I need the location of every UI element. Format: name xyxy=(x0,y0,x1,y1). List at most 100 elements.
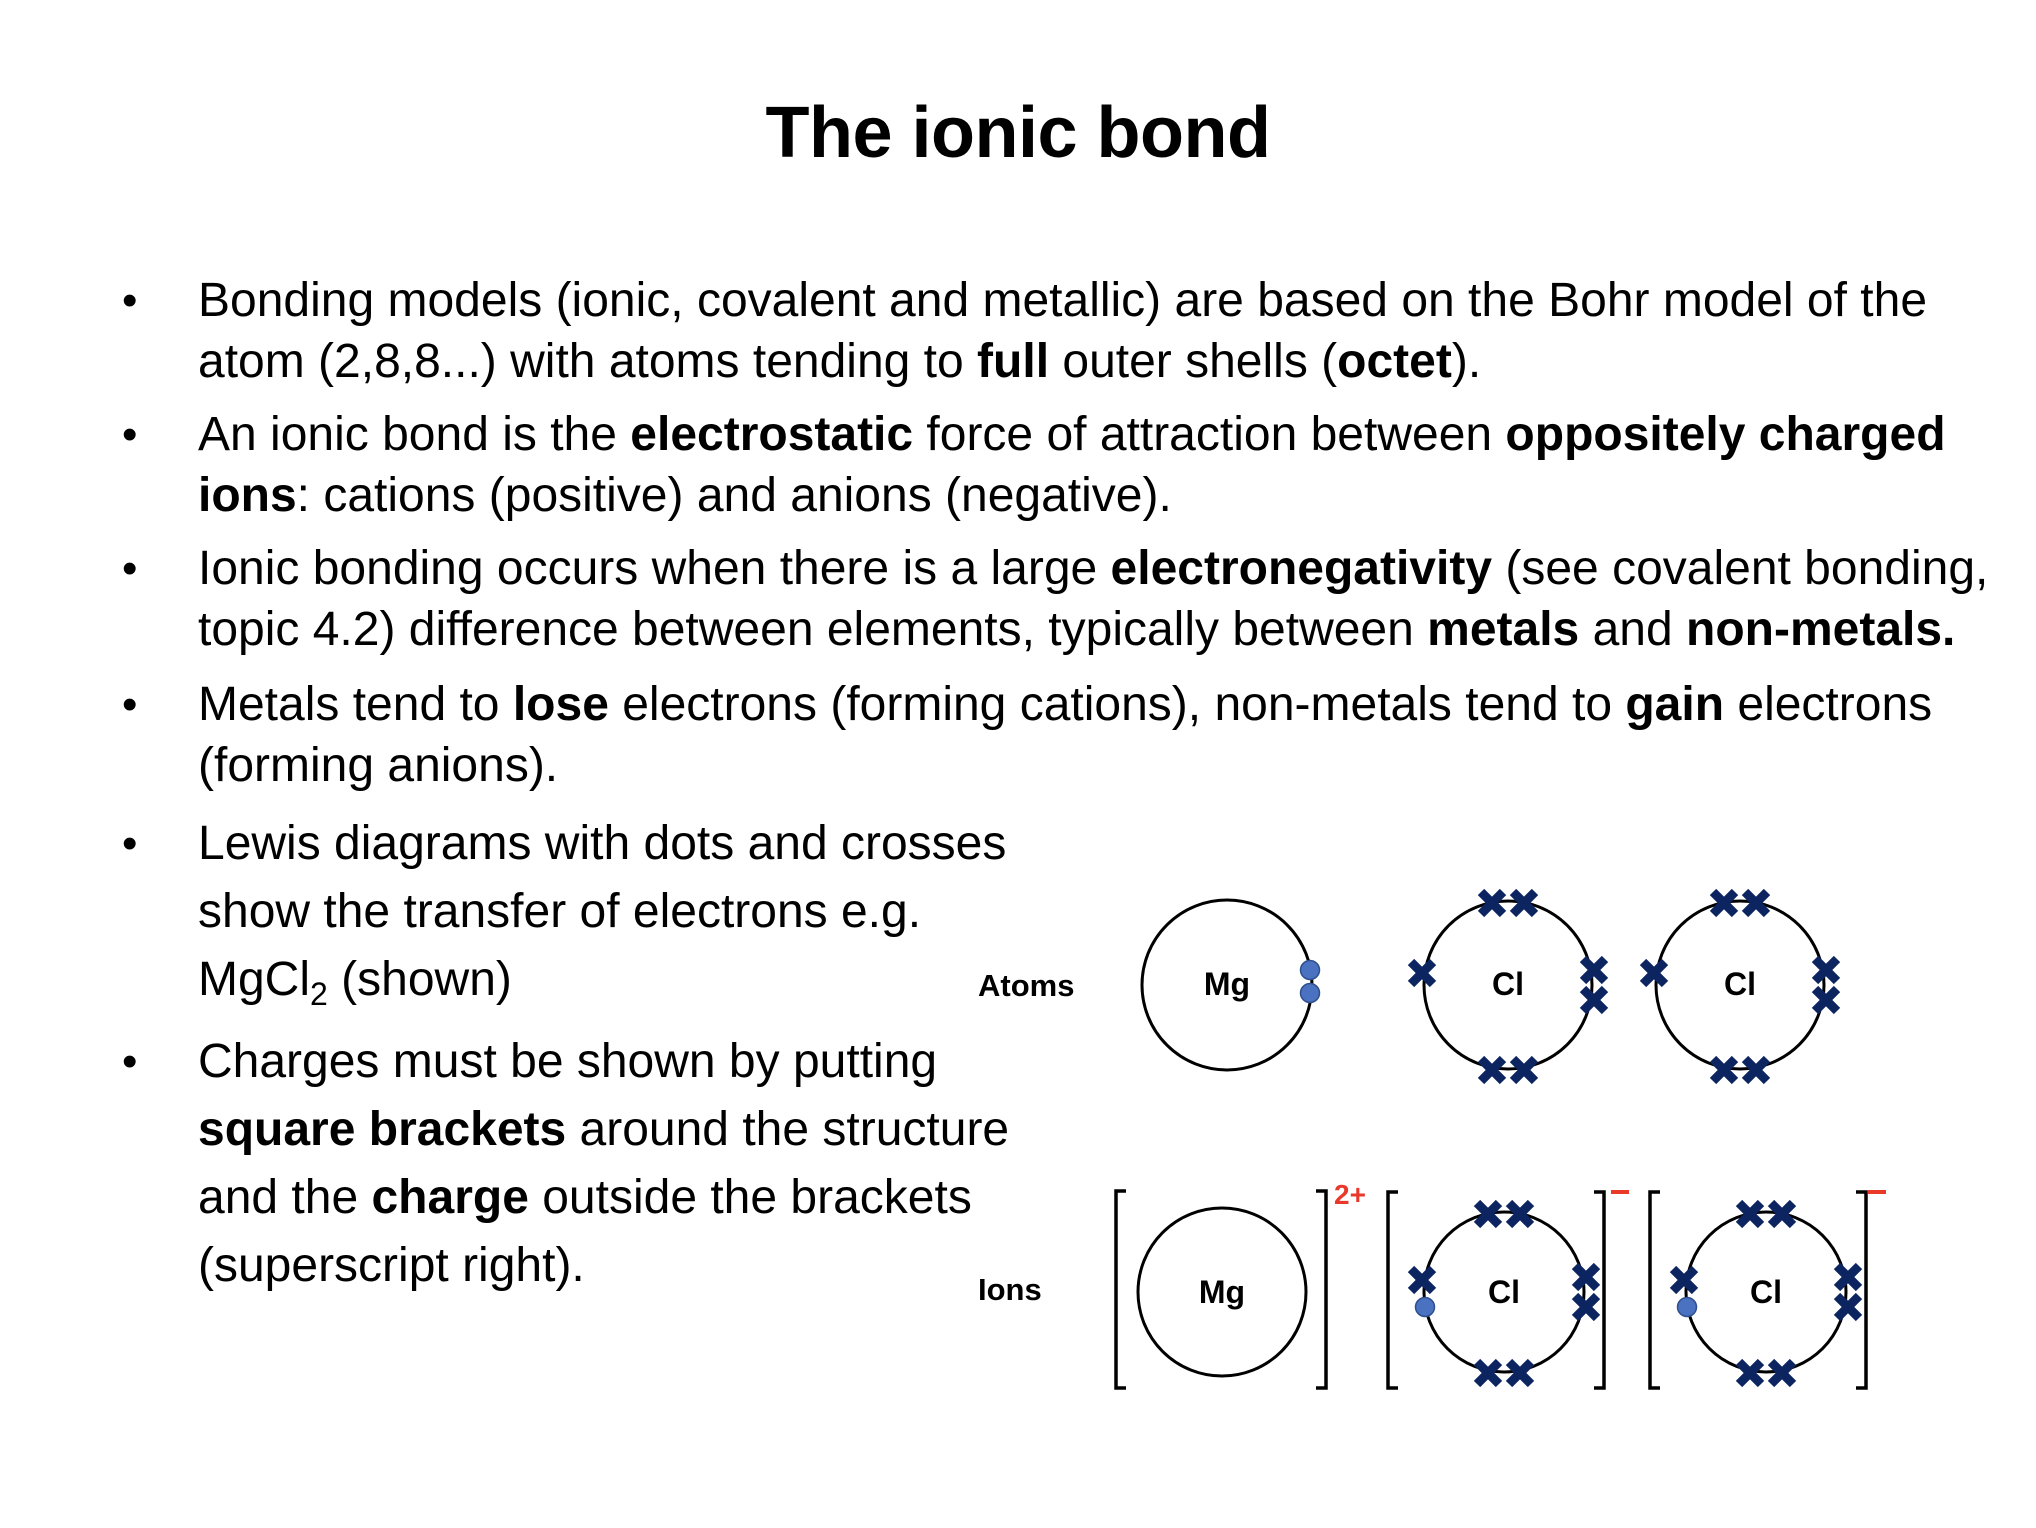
bullet-square-brackets: • Charges must be shown by putting squar… xyxy=(110,1028,1058,1300)
text-run: : cations (positive) and anions (negativ… xyxy=(296,469,1172,522)
ion-mg: Mg 2+ xyxy=(1114,1179,1366,1390)
text-run: and xyxy=(1579,603,1687,656)
ion-cl-1: Cl xyxy=(1386,1190,1629,1390)
right-bracket xyxy=(1594,1190,1606,1390)
electron-cross-icon xyxy=(1767,1199,1797,1229)
electron-cross-icon xyxy=(1709,1055,1739,1085)
text-run: Bonding models (ionic, covalent and meta… xyxy=(198,274,1928,388)
bold-term: oppositely charged ions xyxy=(198,408,1946,522)
element-symbol: Mg xyxy=(1199,1274,1245,1310)
electron-dot-icon xyxy=(1299,982,1321,1004)
element-symbol: Cl xyxy=(1492,966,1524,1002)
bold-term: full xyxy=(977,335,1050,388)
electron-shell xyxy=(1684,1210,1848,1374)
bullet-marker: • xyxy=(122,410,138,459)
electron-cross-icon xyxy=(1833,1262,1863,1292)
electron-shell xyxy=(1422,899,1594,1071)
bullet-marker: • xyxy=(122,680,138,729)
electron-cross-icon xyxy=(1735,1199,1765,1229)
electron-cross-icon xyxy=(1669,1265,1699,1295)
text-run: Charges must be shown by putting xyxy=(198,1035,938,1088)
electron-cross-icon xyxy=(1571,1262,1601,1292)
bold-term: octet xyxy=(1337,335,1452,388)
bold-term: electrostatic xyxy=(630,408,914,461)
electron-cross-icon xyxy=(1741,1055,1771,1085)
left-bracket xyxy=(1648,1190,1660,1390)
electron-cross-icon xyxy=(1709,888,1739,918)
electron-markers xyxy=(1669,1199,1863,1388)
electron-cross-icon xyxy=(1477,888,1507,918)
electron-markers xyxy=(1407,888,1609,1085)
electron-cross-icon xyxy=(1811,955,1841,985)
bullet-ionic-bond-definition: • An ionic bond is the electrostatic for… xyxy=(110,404,1990,526)
text-run: ). xyxy=(1451,335,1482,388)
bullet-marker: • xyxy=(122,819,138,868)
ion-cl-2: Cl xyxy=(1648,1190,1886,1390)
row-label-ions: Ions xyxy=(978,1272,1042,1307)
electron-cross-icon xyxy=(1571,1292,1601,1322)
element-symbol: Cl xyxy=(1488,1274,1520,1310)
electron-shell xyxy=(1136,1206,1308,1378)
bullet-lewis-diagrams: • Lewis diagrams with dots and crosses s… xyxy=(110,810,1058,1028)
charge-minus-icon xyxy=(1611,1190,1629,1194)
element-symbol: Mg xyxy=(1204,966,1250,1002)
electron-cross-icon xyxy=(1477,1055,1507,1085)
text-run: electrons (forming anions). xyxy=(198,678,1933,792)
bullet-text: Ionic bonding occurs when there is a lar… xyxy=(198,542,1988,656)
charge-label: 2+ xyxy=(1334,1179,1366,1210)
atom-cl-1: Cl xyxy=(1407,888,1609,1085)
electron-cross-icon xyxy=(1741,888,1771,918)
text-run: outside the brackets (superscript right)… xyxy=(198,1171,972,1292)
bold-term: metals xyxy=(1427,603,1580,656)
element-symbol: Cl xyxy=(1750,1274,1782,1310)
bold-term: lose xyxy=(512,678,609,731)
text-run: (see covalent bonding, topic 4.2) differ… xyxy=(198,542,1989,656)
text-run: Metals tend to xyxy=(198,678,513,731)
bullet-marker: • xyxy=(122,544,138,593)
electron-cross-icon xyxy=(1833,1292,1863,1322)
electron-cross-icon xyxy=(1579,955,1609,985)
electron-cross-icon xyxy=(1505,1199,1535,1229)
electron-cross-icon xyxy=(1639,958,1669,988)
bold-term: non-metals. xyxy=(1686,603,1956,656)
bullet-list: • Bonding models (ionic, covalent and me… xyxy=(110,270,1990,1300)
electron-cross-icon xyxy=(1735,1358,1765,1388)
row-label-atoms: Atoms xyxy=(978,968,1074,1003)
bold-term: square brackets xyxy=(198,1103,567,1156)
bullet-marker: • xyxy=(122,1037,138,1086)
bold-term: gain xyxy=(1625,678,1725,731)
electron-cross-icon xyxy=(1509,888,1539,918)
left-bracket xyxy=(1386,1190,1398,1390)
electron-cross-icon xyxy=(1473,1199,1503,1229)
bullet-lose-gain-electrons: • Metals tend to lose electrons (forming… xyxy=(110,674,1990,796)
bold-term: electronegativity xyxy=(1110,542,1493,595)
bullet-text: Charges must be shown by putting square … xyxy=(198,1035,1009,1292)
text-run: around the structure and the xyxy=(198,1103,1010,1224)
electron-cross-icon xyxy=(1473,1358,1503,1388)
text-run: (shown) xyxy=(327,953,512,1006)
slide-title: The ionic bond xyxy=(765,93,1271,173)
electron-dot-icon xyxy=(1676,1296,1698,1318)
electron-markers xyxy=(1299,959,1321,1004)
right-bracket xyxy=(1856,1190,1868,1390)
electron-dot-icon xyxy=(1299,959,1321,981)
text-run: force of attraction between xyxy=(913,408,1506,461)
bullet-electronegativity: • Ionic bonding occurs when there is a l… xyxy=(110,538,1990,660)
electron-cross-icon xyxy=(1509,1055,1539,1085)
electron-markers xyxy=(1407,1199,1601,1388)
electron-cross-icon xyxy=(1505,1358,1535,1388)
bullet-text: Lewis diagrams with dots and crosses sho… xyxy=(198,817,1006,1012)
electron-cross-icon xyxy=(1579,985,1609,1015)
bullet-marker: • xyxy=(122,276,138,325)
electron-cross-icon xyxy=(1811,985,1841,1015)
bullet-text: Bonding models (ionic, covalent and meta… xyxy=(198,274,1927,388)
electron-shell xyxy=(1654,899,1826,1071)
electron-dot-icon xyxy=(1414,1296,1436,1318)
atom-cl-2: Cl xyxy=(1639,888,1841,1085)
electron-cross-icon xyxy=(1407,958,1437,988)
left-bracket xyxy=(1114,1189,1126,1390)
electron-shell xyxy=(1422,1210,1586,1374)
bullet-text: An ionic bond is the electrostatic force… xyxy=(198,408,1946,522)
bold-term: charge xyxy=(371,1171,529,1224)
